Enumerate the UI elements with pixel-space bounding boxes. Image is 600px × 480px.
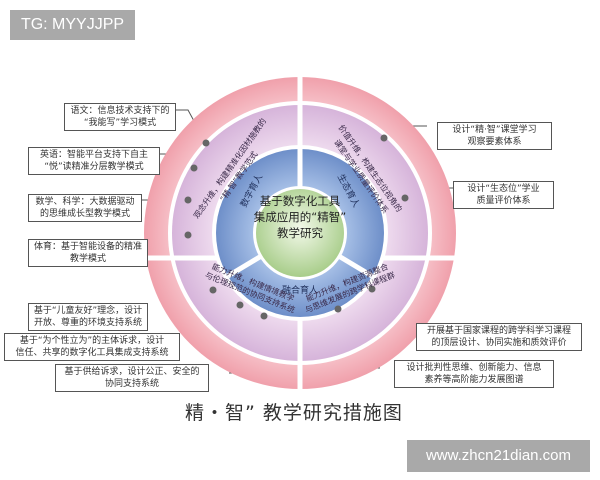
inner-label-fusion: 融合育人 <box>282 284 318 296</box>
callout-interdisciplinary: 开展基于国家课程的跨学科学习课程 的顶层设计、协同实施和质效评价 <box>416 323 582 351</box>
callout-supply: 基于供给诉求，设计公正、安全的 协同支持系统 <box>55 364 209 392</box>
center-text-line1: 基于数字化工具 <box>260 194 341 208</box>
callout-english: 英语：智能平台支持下自主 “悦”读精准分层教学模式 <box>28 147 160 175</box>
center-text-line2: 集成应用的“精智” <box>254 210 346 224</box>
inner-dividers <box>226 149 374 279</box>
watermark-top-left: TG: MYYJJPP <box>10 10 135 40</box>
center-text-line3: 教学研究 <box>277 226 323 240</box>
callout-ecological-quality: 设计“生态位”学业 质量评价体系 <box>453 181 554 209</box>
callout-chinese: 语文：信息技术支持下的 “我能写”学习模式 <box>64 103 176 131</box>
callout-math-science: 数学、科学：大数据驱动 的思维成长型教学模式 <box>28 194 142 222</box>
connector-dots <box>184 134 409 320</box>
figure-caption: 精・智” 教学研究措施图 <box>185 402 403 424</box>
callout-classroom-observation: 设计“精·智”课堂学习 观察要素体系 <box>437 122 552 150</box>
callout-pe: 体育：基于智能设备的精准 教学模式 <box>28 239 148 267</box>
center-circle <box>256 189 344 277</box>
callout-higher-order-skills: 设计批判性思维、创新能力、信息 素养等高阶能力发展图谱 <box>394 360 554 388</box>
watermark-bottom-right: www.zhcn21dian.com <box>407 440 590 472</box>
callout-child-friendly: 基于“儿童友好”理念，设计 开放、尊重的环境支持系统 <box>28 303 148 331</box>
callout-individuality: 基于“为个性立为”的主体诉求，设计 信任、共享的数字化工具集成支持系统 <box>4 333 180 361</box>
